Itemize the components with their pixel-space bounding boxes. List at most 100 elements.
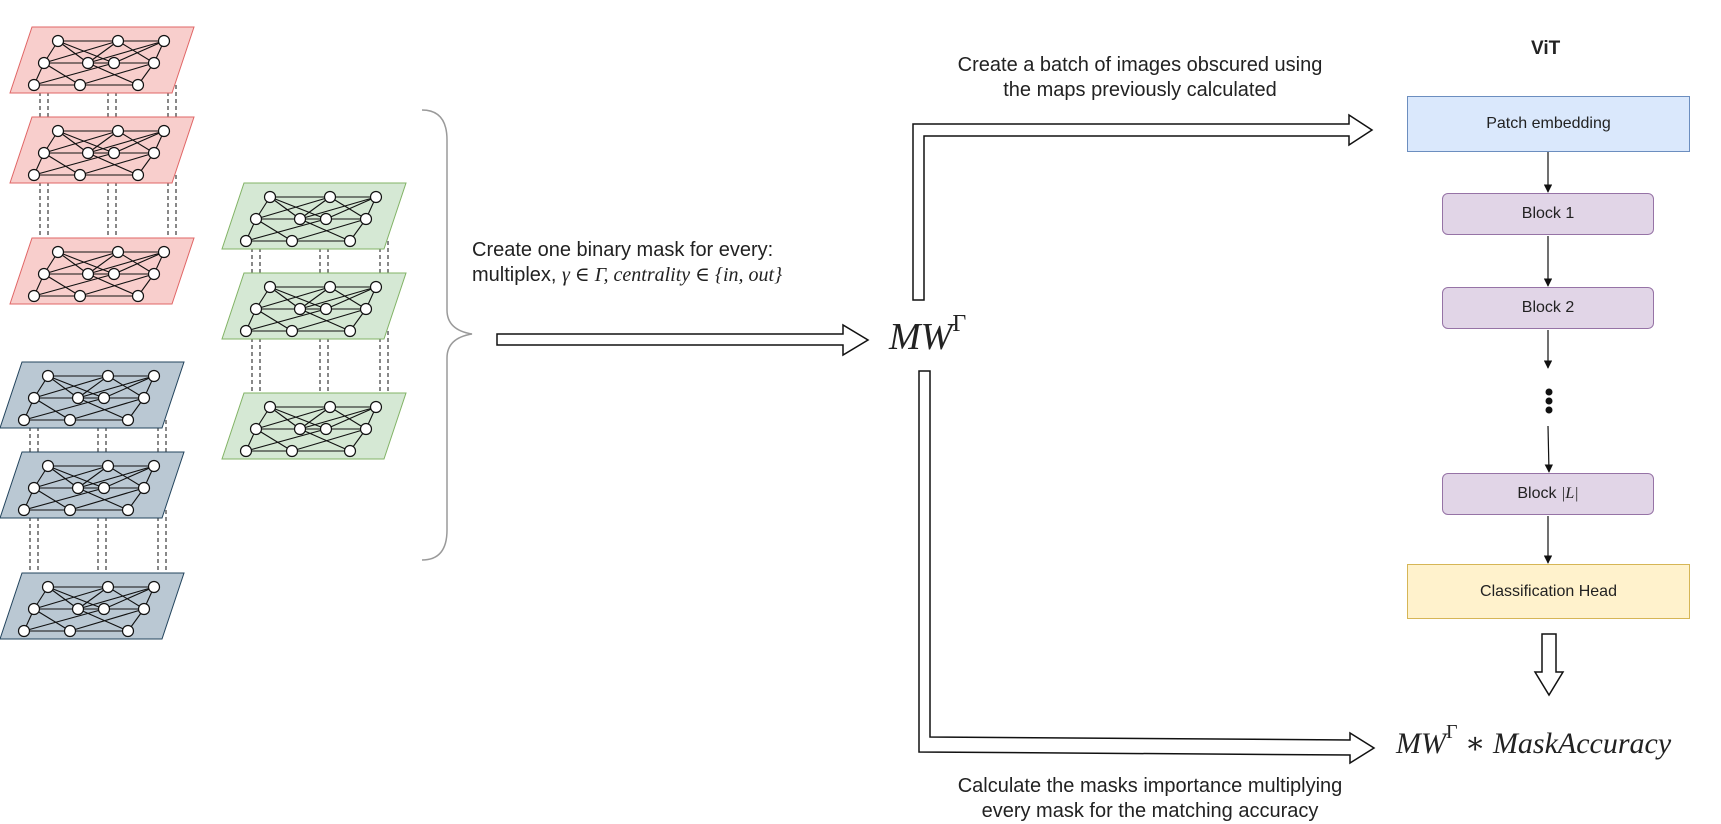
green-network-layer-3	[221, 392, 407, 460]
network-node	[41, 459, 55, 473]
mask-arrow	[496, 323, 870, 357]
network-node	[37, 56, 51, 70]
network-node	[63, 413, 77, 427]
multiplex-networks	[0, 26, 407, 640]
network-node	[137, 391, 151, 405]
network-node	[111, 245, 125, 259]
block-last: Block |L|	[1442, 473, 1654, 515]
importance-description: Calculate the masks importance multiplyi…	[920, 774, 1380, 824]
network-node	[369, 400, 383, 414]
network-node	[81, 56, 95, 70]
network-node	[359, 212, 373, 226]
network-node	[285, 234, 299, 248]
ellipsis-icon	[1545, 388, 1553, 414]
network-node	[157, 245, 171, 259]
network-node	[323, 280, 337, 294]
network-node	[17, 624, 31, 638]
result-formula: MWΓ ∗ MaskAccuracy	[1396, 721, 1671, 761]
network-node	[121, 413, 135, 427]
network-node	[63, 503, 77, 517]
network-node	[27, 481, 41, 495]
network-node	[111, 34, 125, 48]
vit-title: ViT	[1531, 38, 1561, 59]
classification-head-box: Classification Head	[1407, 564, 1690, 619]
pink-network-layer-2	[9, 116, 195, 184]
network-node	[81, 267, 95, 281]
network-node	[319, 302, 333, 316]
result-base: MW	[1396, 727, 1446, 760]
green-network-layer-1	[221, 182, 407, 250]
result-sup: Γ	[1445, 721, 1458, 743]
network-node	[147, 459, 161, 473]
network-node	[147, 146, 161, 160]
network-node	[107, 146, 121, 160]
network-node	[51, 245, 65, 259]
mw-sup: Γ	[952, 311, 967, 338]
vit-connectors	[1543, 152, 1554, 564]
network-node	[51, 124, 65, 138]
network-node	[249, 422, 263, 436]
network-node	[157, 124, 171, 138]
green-network-layer-2	[221, 272, 407, 340]
network-node	[121, 624, 135, 638]
pink-network-layer-3	[9, 237, 195, 305]
slate-network-layer-2	[0, 451, 185, 519]
network-node	[17, 413, 31, 427]
block-1: Block 1	[1442, 193, 1654, 235]
network-node	[147, 56, 161, 70]
network-node	[37, 267, 51, 281]
network-node	[73, 78, 87, 92]
network-node	[293, 302, 307, 316]
network-node	[121, 503, 135, 517]
mw-base: MW	[889, 316, 953, 358]
network-node	[137, 481, 151, 495]
network-node	[107, 267, 121, 281]
network-node	[27, 391, 41, 405]
network-node	[111, 124, 125, 138]
batch-description: Create a batch of images obscured using …	[930, 53, 1350, 103]
network-node	[17, 503, 31, 517]
network-node	[73, 168, 87, 182]
pink-network-layer-1	[9, 26, 195, 94]
network-node	[239, 234, 253, 248]
network-node	[285, 324, 299, 338]
batch-description-line2: the maps previously calculated	[1003, 79, 1277, 101]
network-node	[239, 324, 253, 338]
network-node	[63, 624, 77, 638]
network-node	[71, 391, 85, 405]
network-node	[263, 400, 277, 414]
network-node	[263, 190, 277, 204]
network-node	[323, 190, 337, 204]
network-node	[107, 56, 121, 70]
patch-embedding-box: Patch embedding	[1407, 96, 1690, 152]
network-node	[249, 212, 263, 226]
network-node	[51, 34, 65, 48]
network-node	[101, 580, 115, 594]
network-node	[285, 444, 299, 458]
network-node	[27, 289, 41, 303]
mask-description: Create one binary mask for every: multip…	[472, 238, 782, 288]
network-node	[343, 234, 357, 248]
output-arrow	[1533, 633, 1565, 697]
network-node	[97, 391, 111, 405]
network-node	[131, 289, 145, 303]
block-last-math: |L|	[1560, 485, 1579, 502]
batch-arrow	[912, 113, 1374, 301]
network-node	[41, 580, 55, 594]
network-node	[323, 400, 337, 414]
importance-description-line2: every mask for the matching accuracy	[981, 800, 1319, 822]
network-node	[319, 422, 333, 436]
network-node	[359, 422, 373, 436]
batch-description-line1: Create a batch of images obscured using	[957, 54, 1323, 76]
block-last-prefix: Block	[1517, 485, 1561, 502]
network-node	[263, 280, 277, 294]
grouping-brace	[421, 109, 473, 561]
network-node	[359, 302, 373, 316]
network-node	[249, 302, 263, 316]
mask-line2-prefix: multiplex,	[472, 264, 563, 286]
network-node	[71, 481, 85, 495]
network-node	[157, 34, 171, 48]
network-node	[343, 444, 357, 458]
importance-arrow	[918, 370, 1376, 765]
